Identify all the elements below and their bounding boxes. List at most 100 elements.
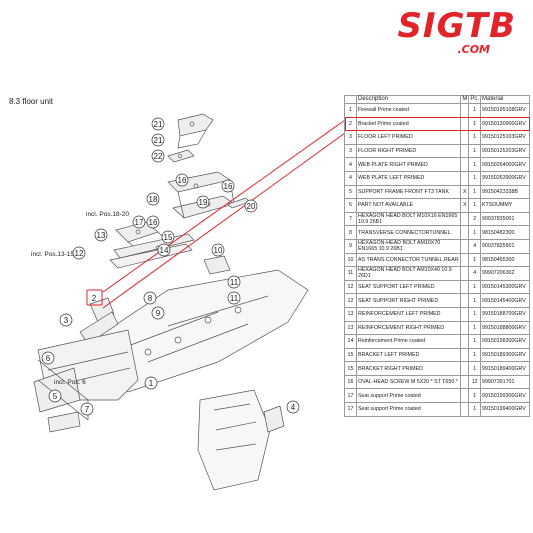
- cell-description: TRANSVERSE CONNECTORTUNNEL: [355, 225, 462, 240]
- cell-material: 90037825501: [480, 238, 530, 254]
- callout-21a: 21: [151, 117, 165, 131]
- callout-20-label: 20: [247, 202, 256, 211]
- cell-description: BRACKET LEFT PRIMED: [355, 347, 462, 363]
- callout-4: 4: [286, 400, 300, 414]
- part-4-web-plate: [197, 389, 285, 491]
- callout-21a-label: 21: [154, 120, 163, 129]
- header-material: Material: [480, 95, 530, 104]
- cell-description: SEAT SUPPORT RIGHT PRIMED: [355, 293, 462, 308]
- cell-num: 1: [344, 103, 357, 118]
- cell-description: BRACKET RIGHT PRIMED: [355, 361, 462, 376]
- callout-5-label: 5: [53, 392, 58, 401]
- callout-3: 3: [59, 313, 73, 327]
- cell-num: 3: [344, 143, 357, 159]
- cell-pc: 1: [468, 347, 481, 363]
- exploded-parts-diagram: 21 21 22 16 16 18 19 20 17 16 13 15 14 1…: [31, 113, 346, 491]
- cell-pc: 1: [468, 361, 481, 376]
- cell-description: OVAL-HEAD SCREW M 5X20 * ST T650 *: [355, 374, 462, 390]
- cell-pc: 1: [468, 334, 481, 349]
- part-22-bolt: [167, 149, 195, 163]
- cell-m: [460, 361, 470, 376]
- cell-description: HEXAGON HEAD BOLT AM10X40 10.9 26D1: [355, 266, 462, 281]
- callout-10-label: 10: [214, 246, 223, 255]
- cell-num: 6: [344, 198, 357, 213]
- cell-num: 4: [344, 170, 357, 186]
- cell-m: [460, 252, 470, 268]
- cell-material: 98150465300: [480, 252, 530, 268]
- cell-m: [460, 143, 470, 159]
- cell-m: [460, 238, 470, 254]
- cell-pc: 1: [468, 103, 481, 118]
- callout-19: 19: [196, 195, 210, 209]
- callout-14-label: 14: [160, 246, 169, 255]
- callout-18-label: 18: [149, 195, 158, 204]
- header-pc: Pc.: [468, 95, 481, 104]
- selected-row-highlight: [345, 117, 530, 131]
- callout-9-label: 9: [156, 309, 161, 318]
- cell-m: X: [460, 184, 470, 200]
- callout-11b-label: 11: [230, 294, 239, 303]
- callout-8: 8: [143, 291, 157, 305]
- cell-material: 90037835001: [480, 211, 530, 227]
- cell-pc: 1: [468, 306, 481, 322]
- callout-1-label: 1: [149, 379, 154, 388]
- callout-2: 2: [92, 294, 97, 303]
- cell-description: Seat support Prime coated: [355, 388, 462, 404]
- callout-10: 10: [211, 243, 225, 257]
- cell-m: X: [460, 198, 470, 213]
- callout-16b-label: 16: [224, 182, 233, 191]
- cell-pc: 1: [468, 198, 481, 213]
- callout-6-label: 6: [46, 354, 51, 363]
- callout-13: 13: [94, 228, 108, 242]
- callout-18: 18: [146, 192, 160, 206]
- callout-17-label: 17: [135, 218, 144, 227]
- cell-m: [460, 130, 470, 145]
- cell-pc: 1: [468, 279, 481, 295]
- cell-description: AS TRANS.CONNECTOR TUNNEL,REAR: [355, 252, 462, 268]
- cell-num: 17: [344, 388, 357, 404]
- cell-pc: 1: [468, 252, 481, 268]
- cell-pc: 1: [468, 402, 481, 417]
- parts-table-header: Description M Pc. Material: [344, 95, 530, 104]
- cell-material: 99150199400GRV: [480, 402, 530, 417]
- cell-pc: 1: [468, 130, 481, 145]
- brand-logo[interactable]: SIGTB .COM: [366, 6, 526, 56]
- brand-logo-text: SIGTB: [397, 6, 516, 46]
- cell-material: 99150188700GRV: [480, 306, 530, 322]
- highlight-leader: [86, 119, 346, 309]
- cell-num: 3: [344, 130, 357, 145]
- part-1-firewall: [33, 329, 139, 413]
- cell-m: [460, 402, 470, 417]
- cell-material: 99150145300GRV: [480, 279, 530, 295]
- callout-8-label: 8: [148, 294, 153, 303]
- part-10-connector-plate: [203, 255, 231, 275]
- callout-7: 7: [80, 402, 94, 416]
- callout-21b: 21: [151, 133, 165, 147]
- cell-description: REINFORCEMENT RIGHT PRIMED: [355, 320, 462, 336]
- callout-7-label: 7: [85, 405, 90, 414]
